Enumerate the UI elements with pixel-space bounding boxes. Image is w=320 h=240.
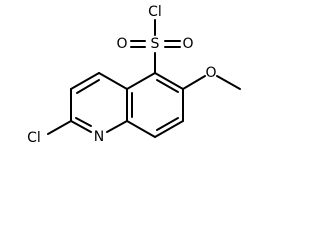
bond-c7-c8 xyxy=(154,120,184,138)
bond-c8-c8a xyxy=(126,120,156,138)
bond-c7-c8-inner xyxy=(156,117,179,131)
bond-c4a-c5 xyxy=(126,72,156,90)
bond-c5-c6-inner xyxy=(156,79,179,93)
chemical-structure: Cl S O O O Cl N xyxy=(27,4,241,146)
atom-label-layer: Cl S O O O Cl N xyxy=(27,4,216,146)
bond-c4a-c4 xyxy=(98,72,128,90)
bond-c2-n1 xyxy=(70,120,92,133)
bond-layer xyxy=(47,19,241,138)
atom-oxygen-right: O xyxy=(182,36,193,52)
atom-nitrogen: N xyxy=(94,129,104,145)
bond-c5-c6 xyxy=(154,72,184,90)
bond-c6-o xyxy=(182,75,206,90)
atom-cl-ring: Cl xyxy=(27,130,41,146)
bond-n1-c8a xyxy=(106,120,128,133)
bond-c4-c3 xyxy=(70,72,100,90)
atom-sulfur: S xyxy=(151,36,160,52)
atom-cl-sulfonyl: Cl xyxy=(148,4,162,20)
bond-c2-n1-inner xyxy=(75,117,92,127)
bond-o-methyl xyxy=(216,75,241,90)
bond-c4-c3-inner xyxy=(76,79,100,94)
atom-oxygen-methoxy: O xyxy=(205,65,216,81)
atom-oxygen-left: O xyxy=(116,36,127,52)
bond-c2-cl xyxy=(47,120,72,135)
